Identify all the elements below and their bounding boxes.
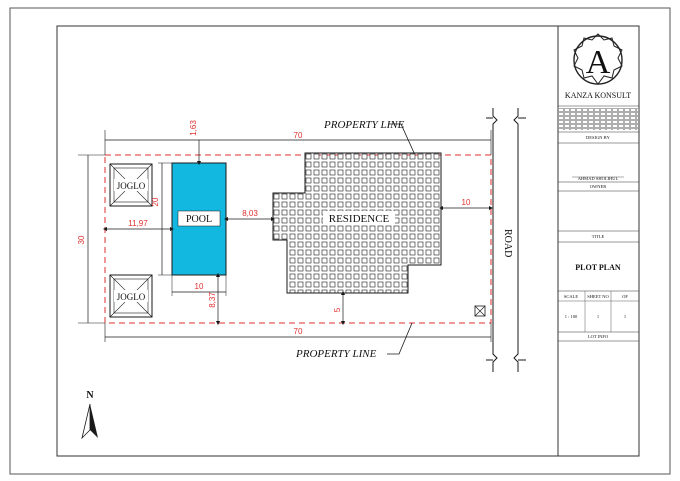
property-boundary [104,154,492,324]
dim-pool-width-text: 10 [195,282,204,291]
north-label: N [86,390,94,401]
sheet-no-label: SHEET NO [587,294,609,299]
firm-logo: A [573,33,623,85]
sheet-no-value: 1 [597,314,599,319]
road-label: ROAD [502,229,513,257]
residence-label: RESIDENCE [329,213,390,225]
dim-pool-length-text: 20 [151,197,160,206]
dim-pool-to-residence-text: 8,03 [242,209,258,218]
dim-pool-setback-top-text: 1,63 [189,120,198,136]
dim-pool-setback-bottom-text: 8,37 [208,292,217,308]
residence: RESIDENCE [272,152,442,294]
pool: POOL [171,162,227,276]
scale-label: SCALE [564,294,579,299]
dim-pool-setback-bottom: 8,37 [208,272,221,326]
drawing-title: PLOT PLAN [575,263,621,272]
dim-pool-to-residence: 8,03 [223,209,276,222]
survey-marker [474,305,486,317]
title-block: A KANZA KONSULT DESIGN BY AHMAD SHOLIHUL… [557,26,639,456]
dim-residence-setback-bottom: 5 [333,290,346,326]
property-line-label-bottom: PROPERTY LINE [295,348,377,360]
scale-value: 1 : 100 [565,314,578,319]
outer-border [9,7,671,475]
property-line-leader-bottom [387,322,413,355]
road: ROAD [486,108,526,372]
dim-depth: 30 [77,154,105,324]
dim-top-width: 70 [104,130,492,155]
of-value: 1 [624,314,626,319]
dim-residence-setback-road-text: 10 [462,198,471,207]
dim-pool-length: 20 [151,162,172,276]
designer-name: AHMAD SHOLIHUL [578,176,619,181]
pool-label: POOL [186,214,212,225]
decorative-pattern [559,108,638,130]
joglo-top-label: JOGLO [117,181,146,191]
of-label: OF [622,294,628,299]
joglo-top: JOGLO [109,163,153,207]
firm-name: KANZA KONSULT [565,91,631,100]
dim-pool-setback-top: 1,63 [189,120,202,166]
dim-bottom-width-text: 70 [294,327,303,336]
design-by-label: DESIGN BY [586,135,611,140]
dim-depth-text: 30 [77,235,86,244]
dim-pool-setback-left: 11,97 [102,219,175,232]
dim-residence-setback-bottom-text: 5 [333,307,342,312]
north-arrow-icon: N [81,390,98,440]
lot-info-label: LOT INFO [588,334,609,339]
owner-label: OWNER [590,184,607,189]
dim-bottom-width: 70 [104,323,492,342]
joglo-bottom: JOGLO [109,274,153,318]
dim-pool-setback-left-text: 11,97 [128,219,148,228]
dim-top-width-text: 70 [294,131,303,140]
title-label: TITLE [592,234,605,239]
property-line-label-top: PROPERTY LINE [323,119,405,131]
joglo-bottom-label: JOGLO [117,292,146,302]
drawing-frame [56,25,640,457]
property-line-leader-top [389,123,416,156]
firm-monogram: A [586,44,611,81]
dim-residence-setback-road: 10 [438,198,494,211]
